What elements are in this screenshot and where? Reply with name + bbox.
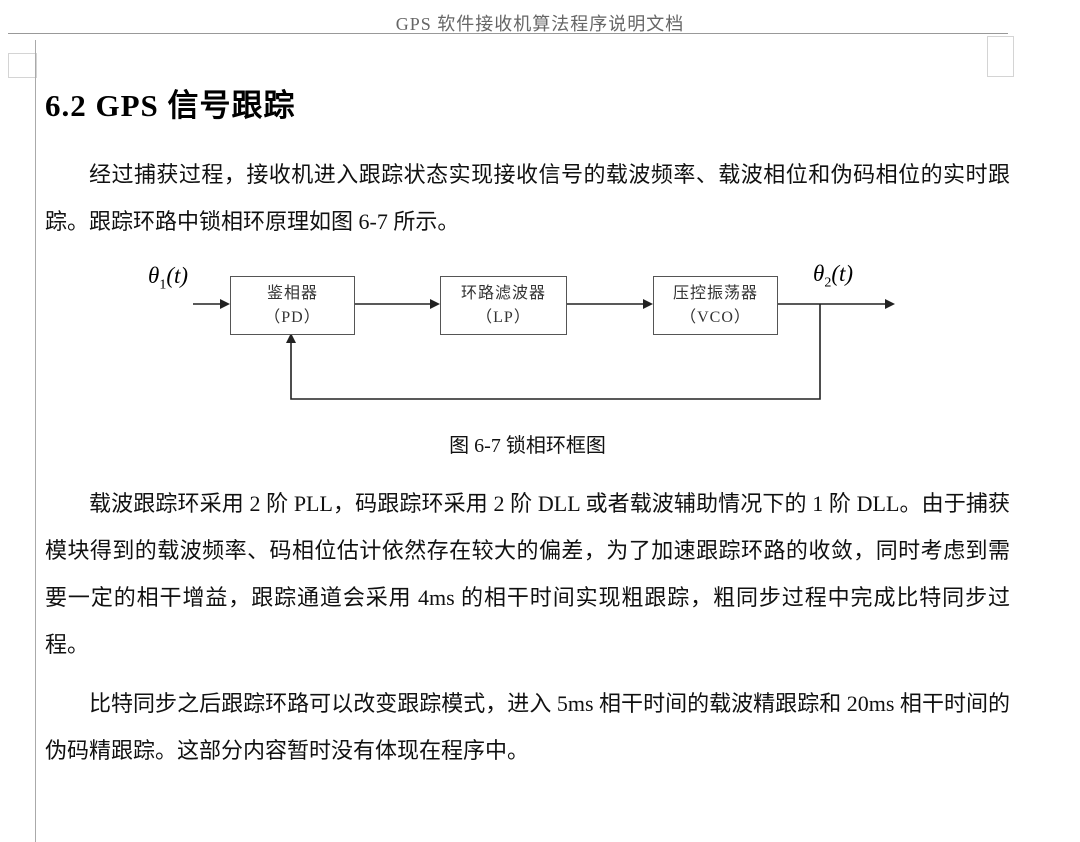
block-vco: 压控振荡器 （VCO）	[653, 276, 778, 335]
block-label-line1: 压控振荡器	[672, 285, 758, 303]
theta-subscript: 1	[159, 277, 167, 293]
margin-marker-top-right	[987, 36, 1014, 77]
running-header: GPS 软件接收机算法程序说明文档	[0, 10, 1080, 36]
block-label-line2: （VCO）	[680, 308, 751, 326]
margin-marker-top-left	[8, 53, 37, 78]
page-body: 6.2 GPS 信号跟踪 经过捕获过程，接收机进入跟踪状态实现接收信号的载波频率…	[45, 34, 1010, 786]
block-loop-filter: 环路滤波器 （LP）	[440, 276, 567, 335]
block-label-line1: 环路滤波器	[460, 285, 546, 303]
paragraph-intro: 经过捕获过程，接收机进入跟踪状态实现接收信号的载波频率、载波相位和伪码相位的实时…	[45, 162, 1010, 234]
theta-subscript: 2	[824, 275, 832, 291]
theta-symbol: θ	[813, 261, 825, 286]
paragraph-tracking-loops: 载波跟踪环采用 2 阶 PLL，码跟踪环采用 2 阶 DLL 或者载波辅助情况下…	[45, 491, 1010, 657]
section-heading: 6.2 GPS 信号跟踪	[45, 88, 296, 123]
input-signal-label: θ1(t)	[148, 263, 188, 294]
theta-argument: (t)	[831, 261, 854, 286]
signal-flow-lines	[193, 299, 895, 400]
block-label-line2: （PD）	[264, 308, 321, 326]
block-phase-detector: 鉴相器 （PD）	[230, 276, 355, 335]
block-label-line2: （LP）	[476, 308, 531, 326]
paragraph-fine-tracking: 比特同步之后跟踪环路可以改变跟踪模式，进入 5ms 相干时间的载波精跟踪和 20…	[45, 691, 1010, 763]
header-title: GPS 软件接收机算法程序说明文档	[395, 14, 685, 34]
pll-block-diagram: θ1(t) 鉴相器 （PD） 环路滤波器 （LP） 压控振荡器 （VCO） θ2…	[45, 259, 1010, 419]
block-label-line1: 鉴相器	[266, 285, 318, 303]
figure-caption: 图 6-7 锁相环框图	[449, 435, 606, 457]
output-signal-label: θ2(t)	[813, 261, 853, 292]
theta-argument: (t)	[166, 263, 189, 288]
left-margin-line	[35, 40, 36, 842]
theta-symbol: θ	[148, 263, 160, 288]
header-divider-line	[8, 33, 1008, 34]
